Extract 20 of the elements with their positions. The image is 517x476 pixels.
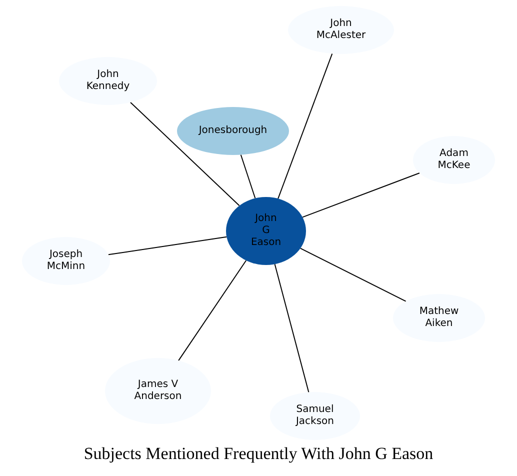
- name-ellipse: [226, 197, 306, 265]
- name-ellipse: [177, 107, 289, 155]
- node-label: John G Eason: [250, 213, 282, 249]
- node-label: Joseph McMinn: [46, 249, 86, 273]
- node-label: Jonesborough: [198, 125, 268, 137]
- connector-line: [278, 53, 333, 200]
- connector-line: [274, 264, 310, 393]
- node-label: Mathew Aiken: [418, 306, 460, 330]
- connector-line: [178, 260, 247, 362]
- connector-line: [240, 154, 256, 199]
- node-label: James V Anderson: [134, 379, 182, 403]
- node-label: Adam McKee: [436, 148, 472, 172]
- connector-line: [302, 172, 420, 218]
- node-label: John McAlester: [315, 18, 367, 42]
- connector-line: [300, 248, 406, 302]
- node-label: Samuel Jackson: [294, 404, 336, 428]
- connector-line: [130, 102, 240, 206]
- connector-line: [108, 236, 228, 256]
- node-label: John Kennedy: [85, 69, 131, 93]
- caption: Subjects Mentioned Frequently With John G Eason: [82, 444, 434, 464]
